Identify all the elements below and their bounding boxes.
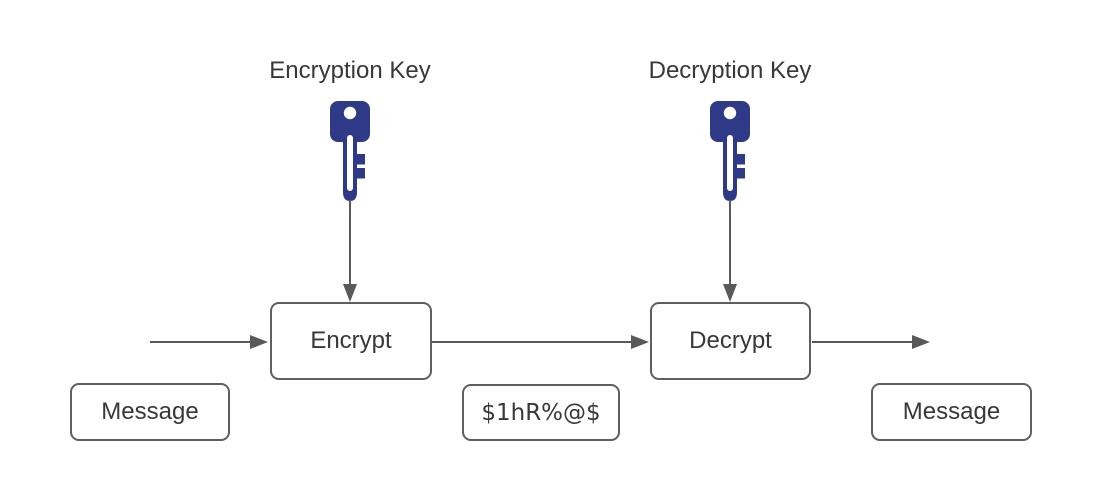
arrow-encrypt-to-decrypt xyxy=(432,335,649,349)
decrypt-box-label: Decrypt xyxy=(689,327,772,354)
arrow-encryption-key-to-encrypt xyxy=(343,200,357,302)
key-icon xyxy=(710,101,750,201)
key-icon xyxy=(330,101,370,201)
ciphertext-box: $1hR%@$ xyxy=(462,384,620,441)
arrow-decryption-key-to-decrypt xyxy=(723,200,737,302)
encrypt-box: Encrypt xyxy=(270,302,432,380)
ciphertext-label: $1hR%@$ xyxy=(481,399,601,426)
arrow-decrypt-to-message xyxy=(812,335,930,349)
encryption-key-label: Encryption Key xyxy=(269,57,431,84)
message-output-box: Message xyxy=(871,383,1032,441)
message-output-label: Message xyxy=(902,398,1001,425)
message-input-label: Message xyxy=(101,398,199,425)
decryption-key-label: Decryption Key xyxy=(648,57,812,84)
encrypt-box-label: Encrypt xyxy=(310,327,392,354)
decrypt-box: Decrypt xyxy=(650,302,811,380)
arrow-message-to-encrypt xyxy=(150,335,268,349)
message-input-box: Message xyxy=(70,383,230,441)
